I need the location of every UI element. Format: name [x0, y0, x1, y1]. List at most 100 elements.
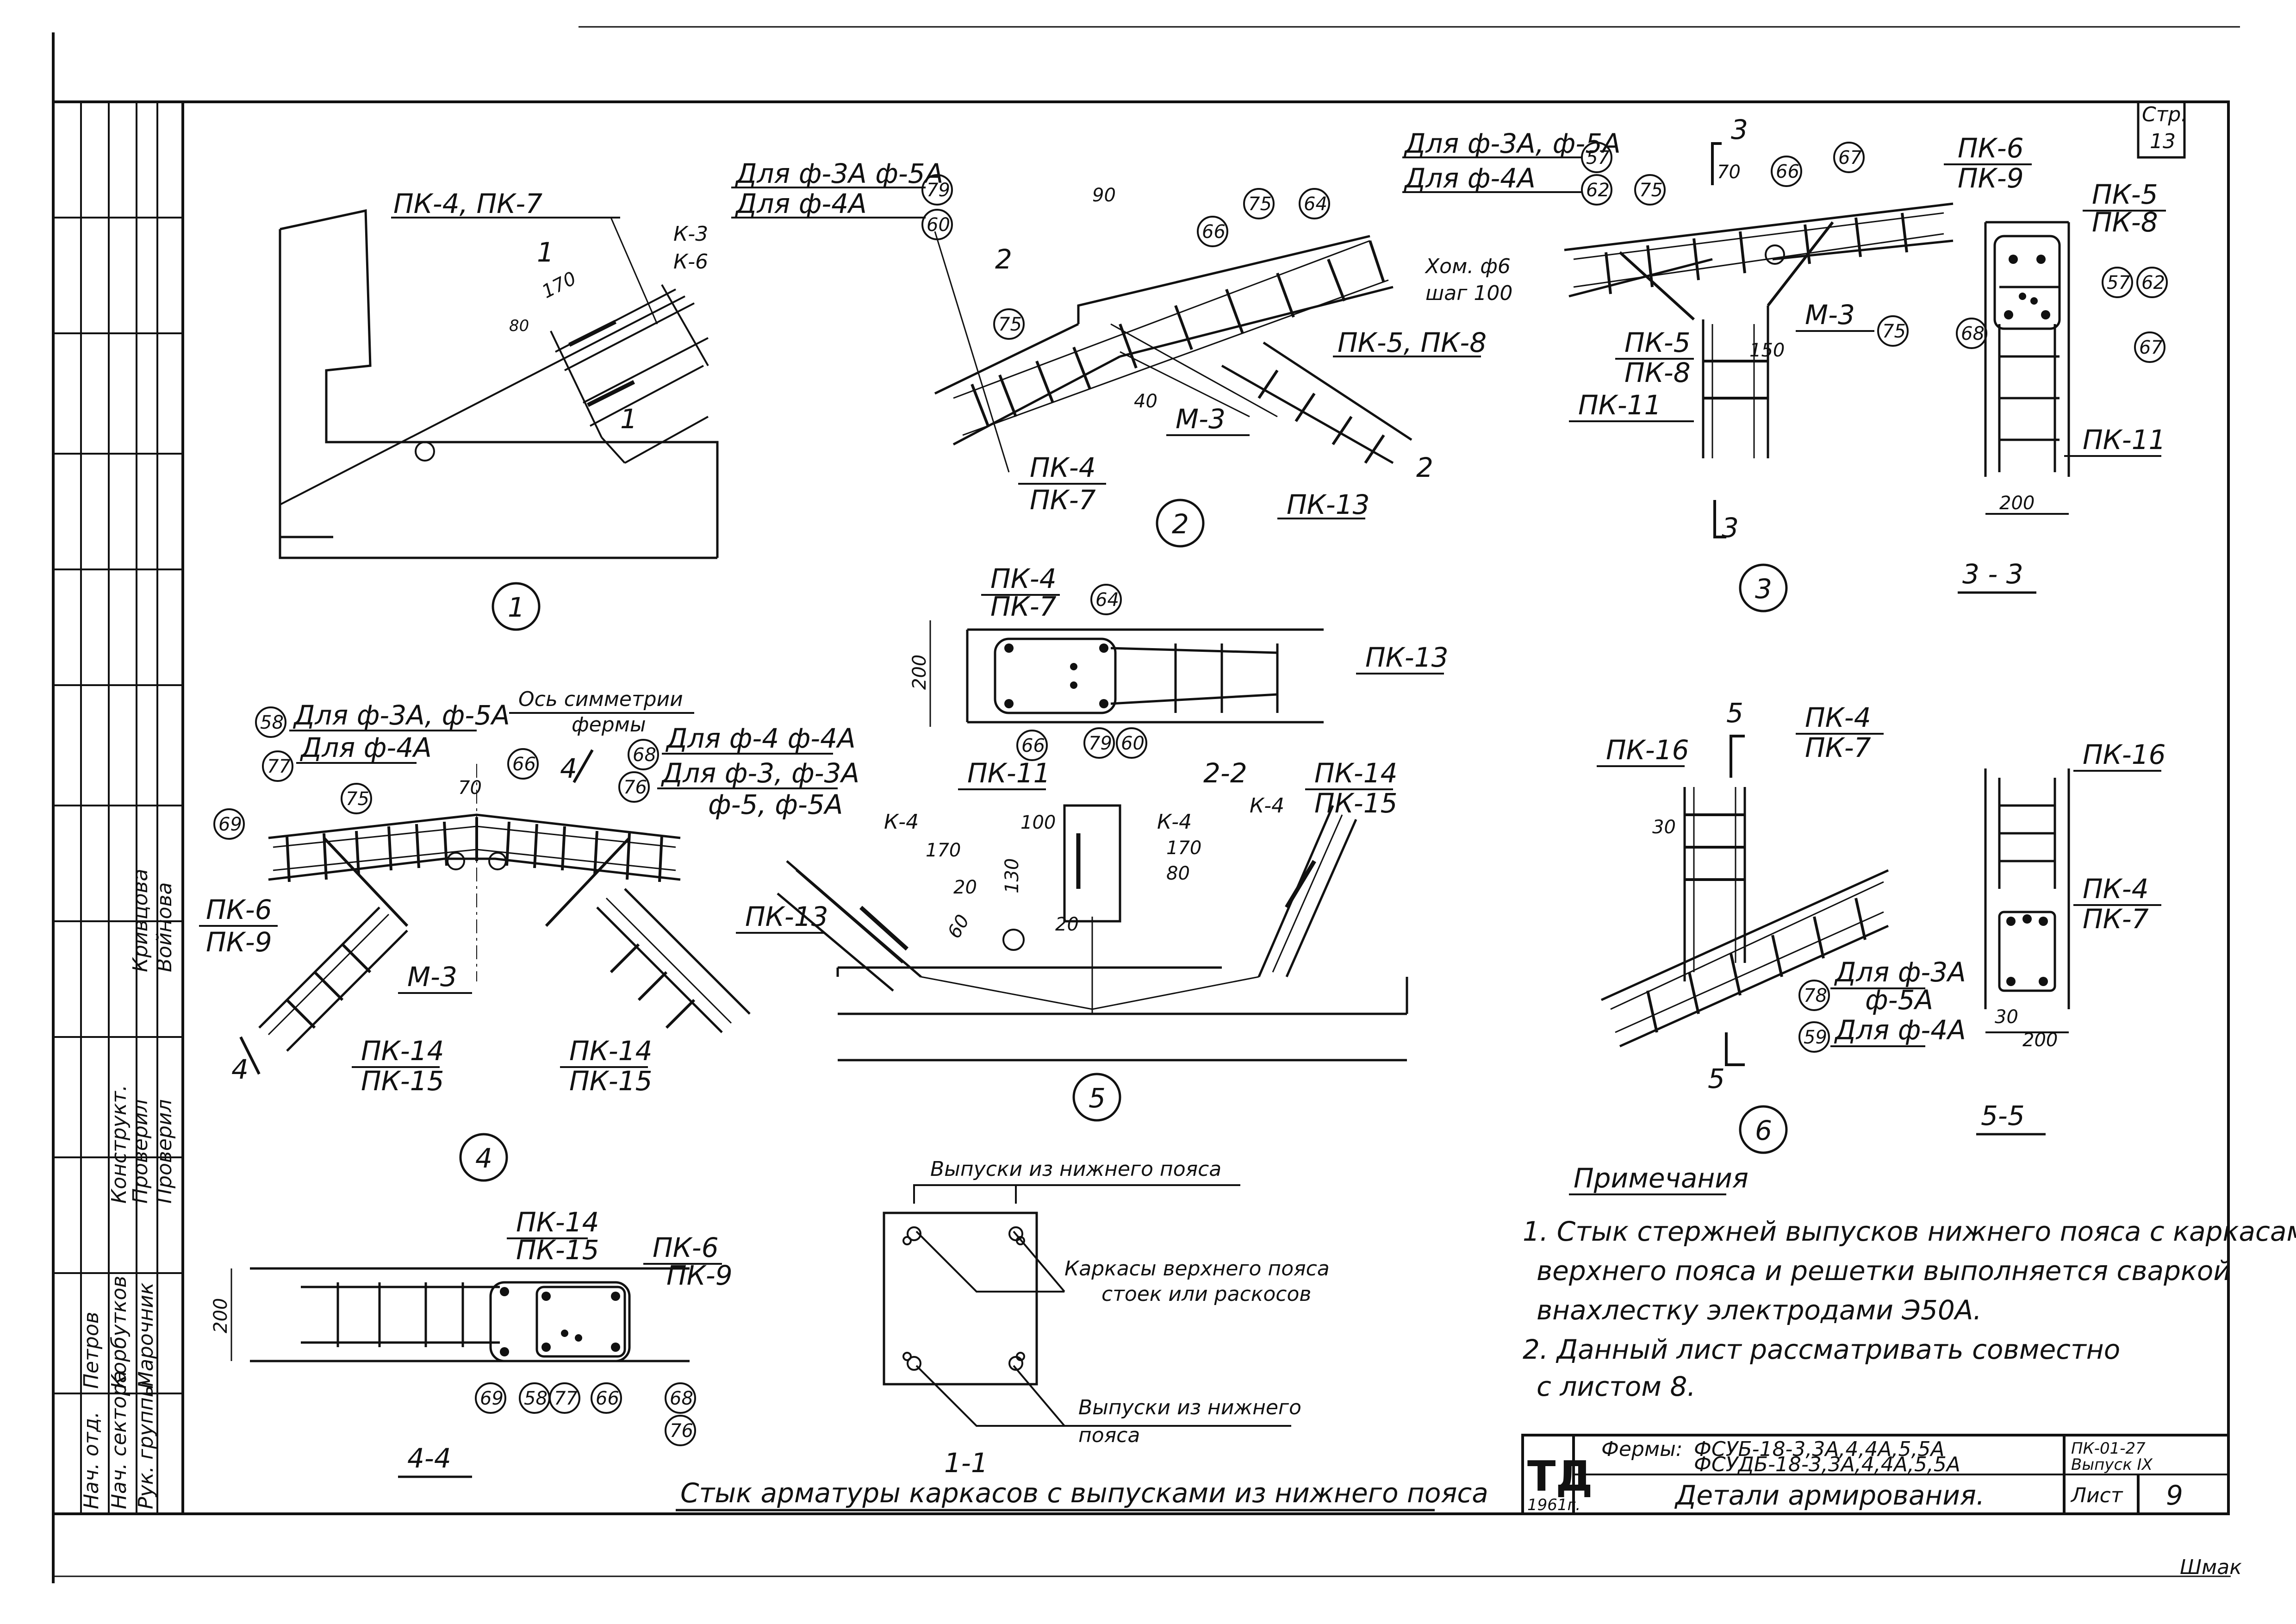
section-3-3: 200 ПК-5 ПК-8 57 62 68 67 ПК-11 3 - 3	[1956, 179, 2168, 594]
s33-callout-68: 68	[1961, 323, 1985, 344]
d5-pk11: ПК-11	[967, 757, 1051, 789]
d1-cut-top: 1	[537, 237, 554, 268]
d5-dim-20b: 20	[1055, 914, 1079, 935]
s33-pk11: ПК-11	[2083, 424, 2166, 456]
s33-dim-200: 200	[1999, 493, 2035, 514]
tb-year: 1961г.	[1527, 1496, 1580, 1514]
d3-cut-bottom: 3	[1722, 512, 1739, 543]
s55-pk4: ПК-4	[2083, 873, 2149, 905]
d2-callout-75b: 75	[998, 314, 1022, 335]
d4-m3: М-3	[407, 961, 457, 993]
tb-line1: ФСУБ-18-3,3А,4,4А,5,5А	[1694, 1437, 1945, 1461]
d4-callout-66: 66	[512, 754, 536, 775]
d4-pk15a: ПК-15	[361, 1065, 444, 1097]
d5-dim-80: 80	[1166, 863, 1190, 884]
d4-callout-69: 69	[218, 814, 242, 835]
s44-callout-66: 66	[596, 1388, 619, 1409]
s55-title: 5-5	[1981, 1100, 2025, 1131]
d3-callout-75b: 75	[1882, 321, 1906, 342]
d5-dim-130: 130	[1002, 858, 1023, 893]
d4-callout-76: 76	[623, 777, 647, 798]
d4-pk15b: ПК-15	[569, 1065, 653, 1097]
d1-k6-label: К-6	[673, 250, 708, 274]
d4-callout-77: 77	[267, 756, 291, 777]
s44-title: 4-4	[407, 1443, 451, 1474]
stamp-name-6: Марочник	[134, 1282, 158, 1389]
tb-line2: ФСУДБ-18-3,3А,4,4А,5,5А	[1694, 1453, 1960, 1476]
title-block: ТД 1961г. Фермы: ФСУБ-18-3,3А,4,4А,5,5А …	[1521, 1434, 2230, 1515]
d4-for-f3: Для ф-3, ф-3А	[660, 757, 859, 789]
stamp-name-5: Корбутков	[107, 1276, 131, 1389]
signature: Шмак	[2180, 1555, 2242, 1579]
stamp-role-3: Проверил	[153, 1099, 176, 1204]
detail-3: 3 3 Для ф-3А, ф-5А Для ф-4А 57 62 75 66 …	[1402, 114, 2032, 612]
detail-5: ПК-11 100 К-4 К-4 К-4 ПК-14 ПК-15 ПК-13 …	[736, 757, 1408, 1122]
s33-pk8: ПК-8	[2092, 206, 2158, 238]
s33-callout-67: 67	[2139, 337, 2163, 358]
d4-pk14b: ПК-14	[569, 1035, 653, 1067]
side-stamp: Конструкт. Кривцова Проверил Войнова Про…	[53, 102, 183, 1514]
s44-dim-200: 200	[210, 1298, 231, 1333]
s22-pk7: ПК-7	[990, 591, 1057, 622]
s11-mid2: стоек или раскосов	[1101, 1282, 1311, 1306]
detail-6: 5 5 ПК-16 30 ПК-4 ПК-7 78 Для ф-3А ф-5А …	[1597, 697, 1966, 1154]
s44-pk9: ПК-9	[666, 1260, 733, 1291]
note-line-2: верхнего пояса и решетки выполняется сва…	[1537, 1255, 2231, 1287]
s22-pk13: ПК-13	[1365, 642, 1449, 673]
d1-number-circle	[492, 582, 541, 631]
tb-logo: ТД	[1527, 1452, 1593, 1501]
s22-dim-200: 200	[909, 655, 930, 690]
d3-callout-62: 62	[1586, 180, 1610, 201]
tb-sheet-no: 9	[2166, 1480, 2183, 1511]
s44-pk14: ПК-14	[516, 1206, 599, 1238]
stamp-role-1: Конструкт.	[107, 1085, 131, 1204]
d4-pk14a: ПК-14	[361, 1035, 444, 1067]
d6-cut-bottom: 5	[1708, 1063, 1725, 1094]
d2-callout-79: 79	[927, 180, 950, 201]
s22-title: 2-2	[1203, 757, 1247, 789]
d5-dim-20a: 20	[953, 877, 977, 898]
section-5-5: 30 200 ПК-16 ПК-4 ПК-7 5-5	[1976, 739, 2166, 1136]
d4-callout-68: 68	[633, 744, 656, 766]
s44-callout-68: 68	[670, 1388, 693, 1409]
s44-callout-76: 76	[670, 1420, 693, 1442]
tb-subject: Детали армирования.	[1674, 1480, 1985, 1511]
d5-k4c: К-4	[1250, 794, 1284, 818]
d3-cut-top: 3	[1731, 114, 1748, 145]
d6-for-f3a: Для ф-3А	[1834, 956, 1966, 988]
d4-cut-bl: 4	[231, 1054, 249, 1085]
stamp-role-6: Рук. группы	[134, 1381, 158, 1509]
d3-pk9: ПК-9	[1958, 162, 2024, 194]
d2-dim-40: 40	[1134, 391, 1157, 412]
d4-dim-70: 70	[458, 777, 482, 799]
d3-dim-70: 70	[1717, 162, 1741, 183]
note-line-3: внахлестку электродами Э50А.	[1537, 1294, 1982, 1326]
d4-for-f5: ф-5, ф-5А	[708, 789, 843, 820]
d3-pk11: ПК-11	[1578, 389, 1661, 421]
d5-pk14: ПК-14	[1314, 757, 1398, 789]
d6-for-f4a: Для ф-4А	[1834, 1014, 1966, 1046]
stamp-role-5: Нач. сектора	[107, 1371, 131, 1509]
s44-callout-69: 69	[480, 1388, 504, 1409]
d4-pk6: ПК-6	[206, 894, 272, 925]
d1-k3-label: К-3	[673, 222, 708, 246]
detail-1: ПК-4, ПК-7 К-3 К-6 170 80 1 1 1	[279, 188, 719, 631]
d5-k4a: К-4	[884, 810, 919, 834]
d5-number: 5	[1089, 1082, 1106, 1114]
d2-pk13: ПК-13	[1287, 489, 1370, 520]
s33-title: 3 - 3	[1962, 558, 2023, 590]
d3-callout-67: 67	[1838, 147, 1862, 169]
d2-pk5-8: ПК-5, ПК-8	[1338, 327, 1487, 358]
d4-cut-tr: 4	[560, 753, 577, 784]
d6-number: 6	[1755, 1115, 1772, 1146]
stamp-name-4: Петров	[80, 1312, 103, 1389]
d5-k4b: К-4	[1157, 810, 1192, 834]
s22-callout-60: 60	[1121, 733, 1145, 754]
caption: Стык арматуры каркасов с выпусками из ни…	[680, 1477, 1488, 1509]
note-line-5: с листом 8.	[1537, 1371, 1696, 1402]
d5-pk15: ПК-15	[1314, 787, 1398, 819]
s11-bot1: Выпуски из нижнего	[1078, 1396, 1301, 1419]
d2-pk4: ПК-4	[1030, 452, 1096, 483]
tb-issue: Выпуск IX	[2071, 1455, 2153, 1474]
